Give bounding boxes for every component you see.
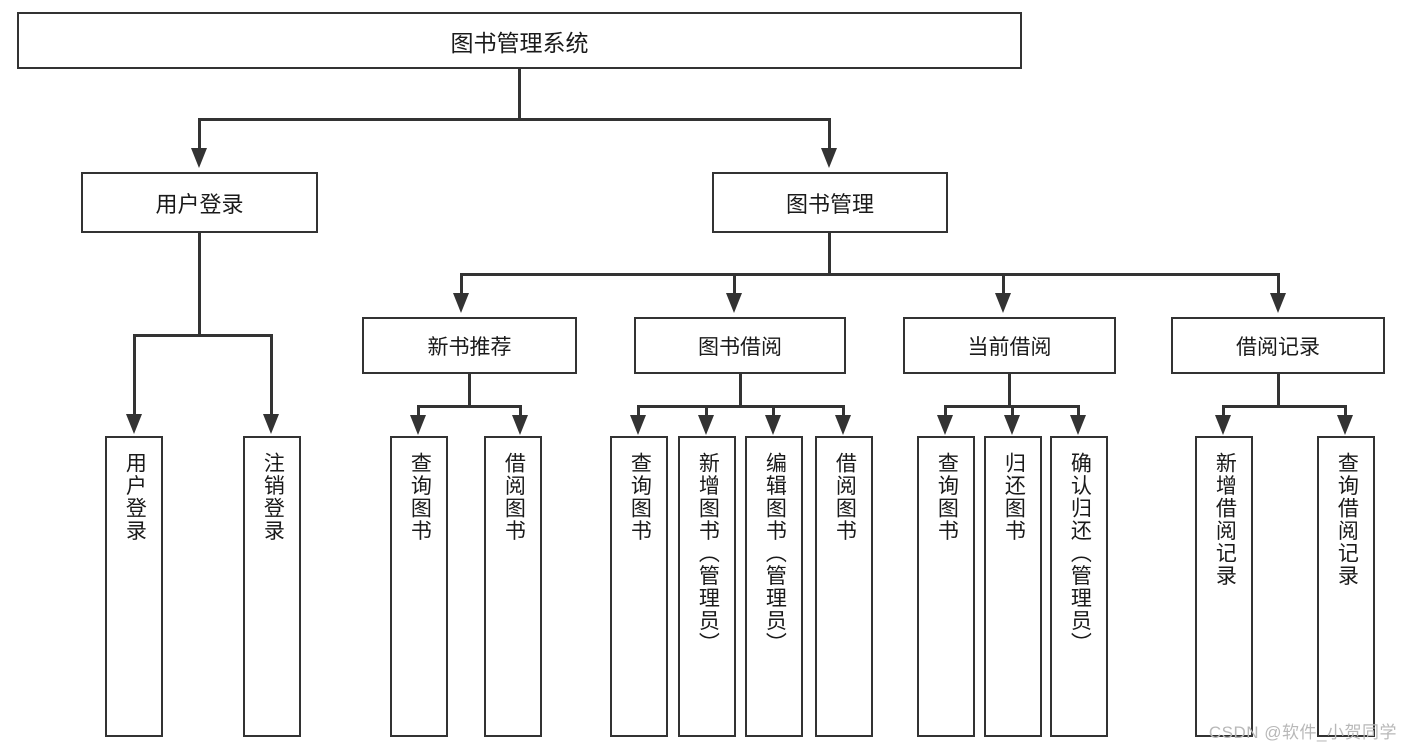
connector-user-login-bar bbox=[133, 334, 272, 337]
leaf-new-book-recommend-1[interactable]: 借阅图书 bbox=[484, 436, 542, 737]
arrow-new-book-recommend-leaf-0 bbox=[410, 415, 426, 435]
node-root-label: 图书管理系统 bbox=[450, 29, 589, 56]
node-book-borrow[interactable]: 图书借阅 bbox=[634, 317, 846, 374]
node-book-borrow-label: 图书借阅 bbox=[698, 335, 782, 359]
watermark: CSDN @软件_小贺同学 bbox=[1208, 723, 1397, 742]
node-book-manage-label: 图书管理 bbox=[785, 191, 874, 217]
connector-root-to-book-manage bbox=[828, 118, 831, 150]
connector-book-manage-child-1 bbox=[733, 273, 736, 295]
leaf-user-login-0[interactable]: 用户登录 bbox=[105, 436, 163, 737]
arrow-current-borrow-leaf-1 bbox=[1004, 415, 1020, 435]
node-book-manage[interactable]: 图书管理 bbox=[712, 172, 948, 233]
arrow-book-borrow-leaf-2 bbox=[765, 415, 781, 435]
connector-new-book-recommend-leaf-0 bbox=[417, 405, 420, 418]
connector-new-book-recommend-stem bbox=[468, 374, 471, 407]
connector-borrow-record-stem bbox=[1277, 374, 1280, 407]
connector-book-borrow-bar bbox=[637, 405, 844, 408]
arrow-current-borrow-leaf-0 bbox=[937, 415, 953, 435]
connector-book-manage-bar bbox=[460, 273, 1279, 276]
arrow-book-manage-child-0 bbox=[453, 293, 469, 313]
arrow-book-borrow-leaf-3 bbox=[835, 415, 851, 435]
arrow-book-manage-child-1 bbox=[726, 293, 742, 313]
leaf-label: 借阅图书 bbox=[502, 452, 526, 542]
leaf-label: 查询图书 bbox=[628, 452, 652, 542]
leaf-label: 查询图书 bbox=[935, 452, 959, 542]
leaf-borrow-record-0[interactable]: 新增借阅记录 bbox=[1195, 436, 1253, 737]
connector-new-book-recommend-leaf-1 bbox=[519, 405, 522, 418]
node-user-login[interactable]: 用户登录 bbox=[81, 172, 318, 233]
node-new-book-recommend[interactable]: 新书推荐 bbox=[362, 317, 577, 374]
leaf-book-borrow-3[interactable]: 借阅图书 bbox=[815, 436, 873, 737]
leaf-current-borrow-2[interactable]: 确认归还（管理员） bbox=[1050, 436, 1108, 737]
connector-current-borrow-leaf-2 bbox=[1077, 405, 1080, 418]
leaf-new-book-recommend-0[interactable]: 查询图书 bbox=[390, 436, 448, 737]
leaf-book-borrow-0[interactable]: 查询图书 bbox=[610, 436, 668, 737]
leaf-borrow-record-1[interactable]: 查询借阅记录 bbox=[1317, 436, 1375, 737]
connector-book-borrow-leaf-1 bbox=[705, 405, 708, 418]
leaf-user-login-1[interactable]: 注销登录 bbox=[243, 436, 301, 737]
node-current-borrow-label: 当前借阅 bbox=[967, 335, 1052, 359]
node-borrow-record[interactable]: 借阅记录 bbox=[1171, 317, 1385, 374]
leaf-label: 新增借阅记录 bbox=[1213, 452, 1237, 587]
connector-current-borrow-stem bbox=[1008, 374, 1011, 407]
arrow-book-manage-child-2 bbox=[995, 293, 1011, 313]
leaf-label: 确认归还（管理员） bbox=[1068, 452, 1092, 655]
leaf-current-borrow-1[interactable]: 归还图书 bbox=[984, 436, 1042, 737]
connector-user-login-leaf-0 bbox=[133, 334, 136, 416]
node-root-system[interactable]: 图书管理系统 bbox=[17, 12, 1022, 69]
leaf-book-borrow-2[interactable]: 编辑图书（管理员） bbox=[745, 436, 803, 737]
connector-current-borrow-leaf-0 bbox=[944, 405, 947, 418]
connector-borrow-record-leaf-0 bbox=[1222, 405, 1225, 418]
node-borrow-record-label: 借阅记录 bbox=[1236, 335, 1320, 359]
leaf-current-borrow-0[interactable]: 查询图书 bbox=[917, 436, 975, 737]
arrow-book-manage-child-3 bbox=[1270, 293, 1286, 313]
connector-book-manage-stem bbox=[828, 233, 831, 275]
connector-book-manage-child-2 bbox=[1002, 273, 1005, 295]
connector-root-stem bbox=[518, 69, 521, 120]
leaf-label: 查询借阅记录 bbox=[1335, 452, 1359, 587]
arrow-borrow-record-leaf-1 bbox=[1337, 415, 1353, 435]
arrow-book-borrow-leaf-0 bbox=[630, 415, 646, 435]
connector-book-borrow-stem bbox=[739, 374, 742, 407]
connector-book-borrow-leaf-2 bbox=[772, 405, 775, 418]
arrow-new-book-recommend-leaf-1 bbox=[512, 415, 528, 435]
arrow-root-to-user-login bbox=[191, 148, 207, 168]
connector-user-login-leaf-1 bbox=[270, 334, 273, 416]
arrow-borrow-record-leaf-0 bbox=[1215, 415, 1231, 435]
connector-borrow-record-leaf-1 bbox=[1344, 405, 1347, 418]
arrow-current-borrow-leaf-2 bbox=[1070, 415, 1086, 435]
leaf-book-borrow-1[interactable]: 新增图书（管理员） bbox=[678, 436, 736, 737]
connector-book-manage-child-3 bbox=[1277, 273, 1280, 295]
node-new-book-recommend-label: 新书推荐 bbox=[427, 335, 512, 359]
connector-borrow-record-bar bbox=[1222, 405, 1346, 408]
node-current-borrow[interactable]: 当前借阅 bbox=[903, 317, 1116, 374]
leaf-label: 注销登录 bbox=[261, 452, 285, 542]
leaf-label: 归还图书 bbox=[1002, 452, 1026, 542]
leaf-label: 编辑图书（管理员） bbox=[763, 452, 787, 655]
leaf-label: 用户登录 bbox=[123, 452, 147, 542]
connector-root-to-user-login bbox=[198, 118, 201, 150]
leaf-label: 借阅图书 bbox=[833, 452, 857, 542]
connector-user-login-stem bbox=[198, 233, 201, 336]
node-user-login-label: 用户登录 bbox=[155, 191, 244, 217]
connector-root-bar bbox=[198, 118, 831, 121]
leaf-label: 新增图书（管理员） bbox=[696, 452, 720, 655]
connector-new-book-recommend-bar bbox=[417, 405, 521, 408]
arrow-user-login-leaf-0 bbox=[126, 414, 142, 434]
arrow-root-to-book-manage bbox=[821, 148, 837, 168]
connector-current-borrow-bar bbox=[944, 405, 1077, 408]
connector-current-borrow-leaf-1 bbox=[1011, 405, 1014, 418]
leaf-label: 查询图书 bbox=[408, 452, 432, 542]
connector-book-manage-child-0 bbox=[460, 273, 463, 295]
arrow-book-borrow-leaf-1 bbox=[698, 415, 714, 435]
connector-book-borrow-leaf-0 bbox=[637, 405, 640, 418]
arrow-user-login-leaf-1 bbox=[263, 414, 279, 434]
connector-book-borrow-leaf-3 bbox=[842, 405, 845, 418]
